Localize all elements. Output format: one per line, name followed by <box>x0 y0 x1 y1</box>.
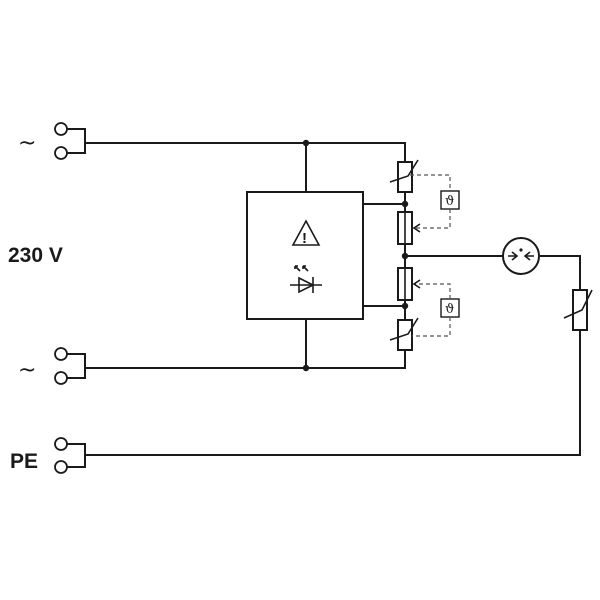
temp-sensor-top-icon: ϑ <box>445 194 454 209</box>
terminal-icon <box>54 437 68 451</box>
varistor-pe-icon <box>563 289 593 331</box>
junction-dot <box>302 139 310 147</box>
varistor-bottom-icon <box>389 317 419 351</box>
voltage-label: 230 V <box>8 244 63 267</box>
varistor-top-icon <box>389 159 419 193</box>
line-top-wire <box>85 142 406 162</box>
ac-source-bottom-icon: ~ <box>18 358 36 383</box>
temp-sensor-top: ϑ <box>440 190 460 210</box>
pe-riser-wire <box>540 255 581 290</box>
svg-text:!: ! <box>302 230 307 247</box>
led-diode-icon <box>290 265 322 294</box>
pe-label: PE <box>10 450 38 473</box>
terminal-l-top <box>54 122 86 160</box>
temp-sensor-bottom: ϑ <box>440 298 460 318</box>
ac-source-top-icon: ~ <box>18 131 36 156</box>
arrow-icon <box>412 279 421 289</box>
thermal-fuse-bottom-icon <box>397 267 413 301</box>
terminal-n-bottom <box>54 347 86 385</box>
dashed-link <box>410 174 451 191</box>
pe-wire <box>85 330 581 456</box>
terminal-pe <box>54 437 86 474</box>
terminal-icon <box>54 146 68 160</box>
arrow-icon <box>412 223 421 233</box>
warning-triangle-icon: ! <box>291 219 321 247</box>
dashed-link <box>412 317 451 337</box>
terminal-icon <box>54 122 68 136</box>
terminal-icon <box>54 371 68 385</box>
junction-dot <box>302 364 310 372</box>
terminal-icon <box>54 347 68 361</box>
temp-sensor-bottom-icon: ϑ <box>445 302 454 317</box>
dashed-link <box>414 209 451 229</box>
thermal-fuse-top-icon <box>397 211 413 245</box>
dashed-link <box>414 283 451 299</box>
spark-gap-icon <box>502 237 540 275</box>
terminal-icon <box>54 460 68 474</box>
line-bottom-wire <box>85 350 406 369</box>
status-module-box <box>246 191 364 320</box>
